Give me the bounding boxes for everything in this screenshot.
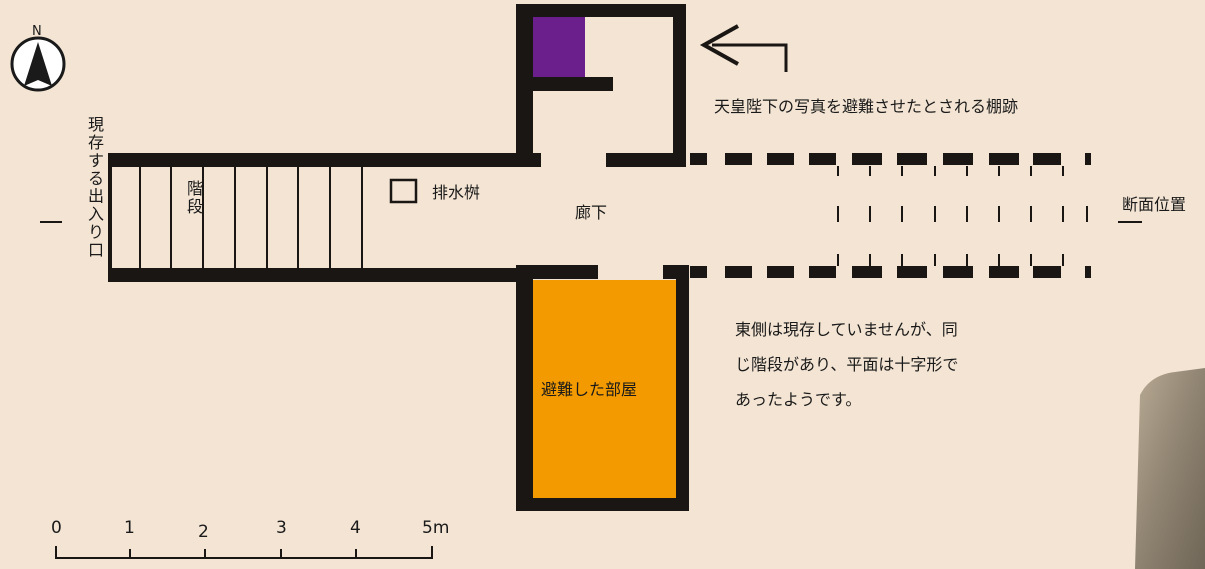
scale-tick-2: 2 [198, 522, 209, 542]
east-note-line-3: あったようです。 [735, 390, 861, 409]
entrance-label: 現存する出入り口 [88, 115, 104, 259]
scale-tick-5m: 5m [422, 518, 449, 538]
scale-tick-3: 3 [276, 518, 287, 538]
evacuation-room-fill [532, 280, 676, 499]
stone-photo-fragment [1135, 368, 1205, 569]
north-label: N [32, 24, 42, 39]
walls [108, 4, 689, 511]
scale-tick-4: 4 [350, 518, 361, 538]
scale-tick-0: 0 [51, 518, 62, 538]
stair-treads [139, 166, 363, 270]
section-label: 断面位置 [1122, 195, 1186, 214]
shelf-arrow-icon [699, 24, 788, 72]
scale-bar: 0 1 2 3 4 5m [51, 518, 449, 559]
room-label: 避難した部屋 [541, 380, 637, 399]
east-note-line-2: じ階段があり、平面は十字形で [735, 355, 958, 374]
shelf-mark [533, 17, 585, 78]
shelf-note: 天皇陛下の写真を避難させたとされる棚跡 [714, 97, 1018, 116]
stairs-label: 階段 [187, 179, 203, 216]
east-wing-dashed-north [690, 153, 1091, 165]
drain-label: 排水桝 [432, 183, 480, 202]
east-note-line-1: 東側は現存していませんが、同 [735, 320, 958, 339]
north-arrow-icon: N [10, 24, 66, 92]
east-wing-dashed-south [690, 266, 1091, 278]
scale-tick-1: 1 [124, 518, 135, 538]
drain-box [389, 178, 418, 204]
east-wing-dashed-stairs [837, 166, 1088, 266]
corridor-label: 廊下 [575, 203, 607, 222]
